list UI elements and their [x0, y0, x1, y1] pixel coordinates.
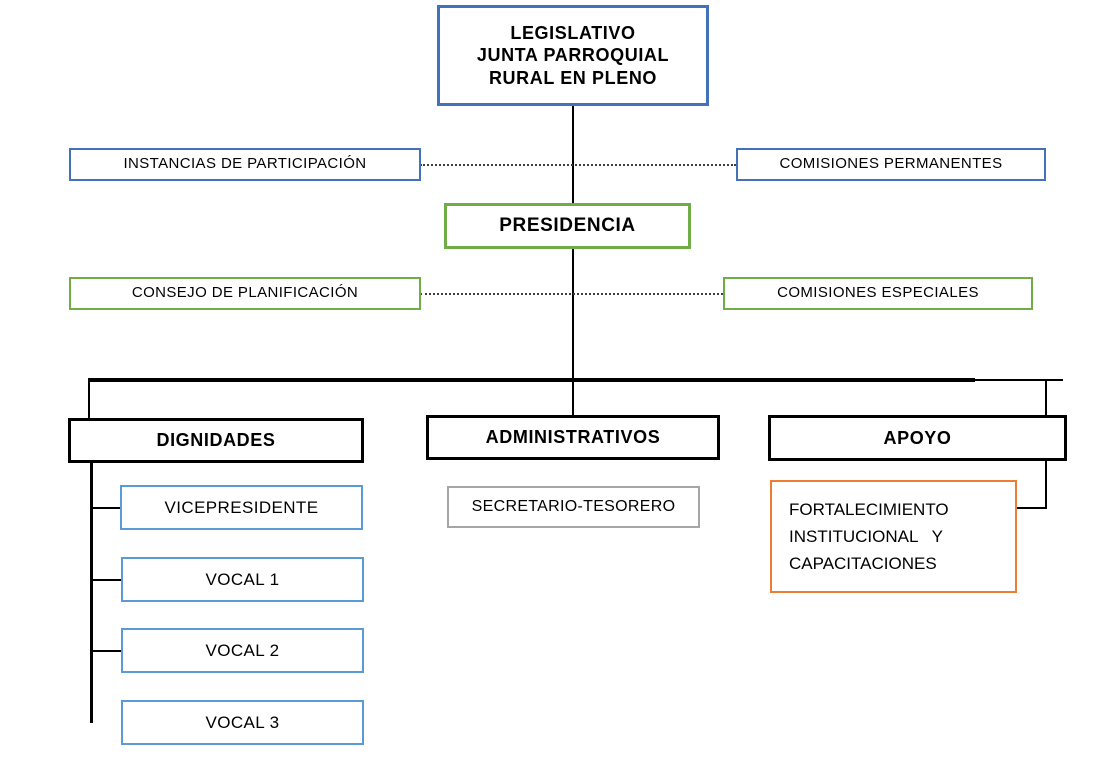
connector-dotted-row2	[420, 293, 723, 295]
node-comisiones-especiales-label: COMISIONES ESPECIALES	[777, 284, 979, 302]
node-apoyo[interactable]: APOYO	[768, 415, 1067, 461]
node-secretario-tesorero[interactable]: SECRETARIO-TESORERO	[447, 486, 700, 528]
node-administrativos-label: ADMINISTRATIVOS	[485, 427, 661, 448]
node-vocal-2[interactable]: VOCAL 2	[121, 628, 364, 673]
node-legislativo-line1: LEGISLATIVO	[510, 22, 636, 43]
node-legislativo[interactable]: LEGISLATIVO JUNTA PARROQUIAL RURAL EN PL…	[437, 5, 709, 106]
node-vocal-1[interactable]: VOCAL 1	[121, 557, 364, 602]
connector-dignidades-to-vocal1	[90, 579, 122, 581]
connector-dignidades-to-vicepresidente	[90, 507, 120, 509]
node-consejo-planificacion-label: CONSEJO DE PLANIFICACIÓN	[131, 284, 359, 302]
node-presidencia-label: PRESIDENCIA	[499, 215, 636, 237]
node-vocal-2-label: VOCAL 2	[205, 640, 280, 660]
node-administrativos[interactable]: ADMINISTRATIVOS	[426, 415, 720, 460]
connector-legislativo-to-presidencia	[572, 105, 574, 203]
node-presidencia[interactable]: PRESIDENCIA	[444, 203, 691, 249]
node-fortalecimiento-line2: INSTITUCIONAL Y	[789, 526, 943, 546]
connector-apoyo-to-fortalecimiento-horizontal	[1015, 507, 1047, 509]
connector-bus-to-apoyo	[1045, 379, 1047, 415]
node-fortalecimiento-institucional[interactable]: FORTALECIMIENTO INSTITUCIONAL Y CAPACITA…	[770, 480, 1017, 593]
node-dignidades-label: DIGNIDADES	[156, 430, 276, 451]
node-vocal-1-label: VOCAL 1	[205, 569, 280, 589]
node-vicepresidente[interactable]: VICEPRESIDENTE	[120, 485, 363, 530]
node-instancias-participacion[interactable]: INSTANCIAS DE PARTICIPACIÓN	[69, 148, 421, 181]
node-comisiones-especiales[interactable]: COMISIONES ESPECIALES	[723, 277, 1033, 310]
node-legislativo-line2: JUNTA PARROQUIAL	[476, 45, 670, 66]
node-vicepresidente-label: VICEPRESIDENTE	[164, 497, 319, 517]
connector-dignidades-to-vocal2	[90, 650, 122, 652]
node-fortalecimiento-line1: FORTALECIMIENTO	[789, 499, 949, 519]
node-apoyo-label: APOYO	[883, 427, 952, 448]
connector-dignidades-stem	[90, 462, 93, 723]
node-comisiones-permanentes[interactable]: COMISIONES PERMANENTES	[736, 148, 1046, 181]
node-secretario-tesorero-label: SECRETARIO-TESORERO	[471, 498, 676, 515]
node-comisiones-permanentes-label: COMISIONES PERMANENTES	[779, 155, 1003, 173]
connector-bus-to-dignidades	[88, 378, 90, 420]
node-legislativo-line3: RURAL EN PLENO	[488, 67, 658, 88]
connector-presidencia-to-bus	[572, 249, 574, 380]
node-dignidades[interactable]: DIGNIDADES	[68, 418, 364, 463]
connector-dotted-row1	[420, 164, 736, 166]
connector-bus-right-extension	[973, 379, 1063, 381]
node-vocal-3-label: VOCAL 3	[205, 712, 280, 732]
node-consejo-planificacion[interactable]: CONSEJO DE PLANIFICACIÓN	[69, 277, 421, 310]
node-vocal-3[interactable]: VOCAL 3	[121, 700, 364, 745]
connector-horizontal-bus	[88, 378, 975, 382]
connector-bus-to-administrativos	[572, 378, 574, 415]
node-instancias-participacion-label: INSTANCIAS DE PARTICIPACIÓN	[123, 155, 367, 173]
connector-apoyo-to-fortalecimiento-vertical	[1045, 461, 1047, 508]
node-fortalecimiento-line3: CAPACITACIONES	[789, 554, 937, 574]
